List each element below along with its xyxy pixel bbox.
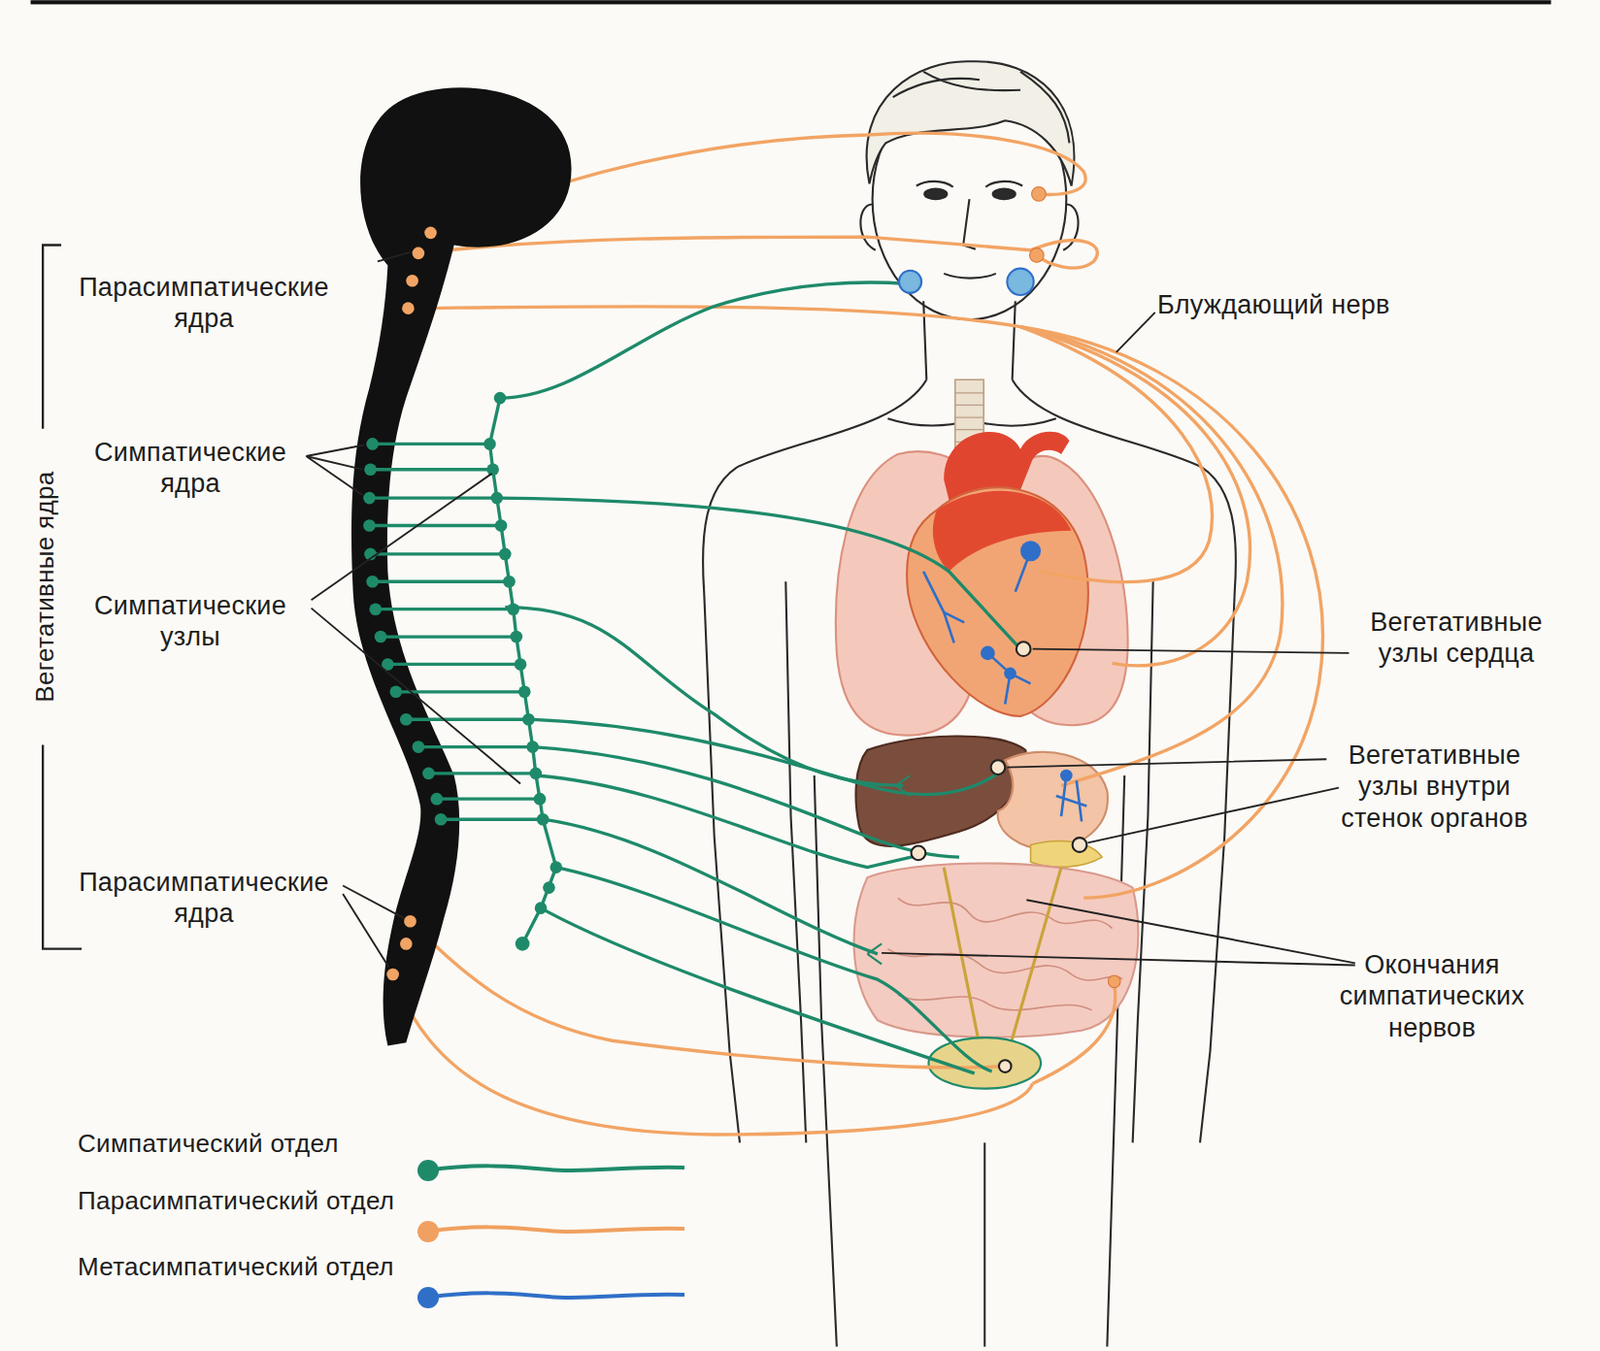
legend-swatch [412, 1283, 695, 1313]
legend-swatch [412, 1156, 695, 1186]
sympathetic-endings [866, 775, 910, 965]
group-label: Вегетативные ядра [30, 471, 61, 703]
ganglion-label: Вегетативные узлы сердца [1339, 606, 1573, 670]
nucleus-label: Симпатические ядра [64, 436, 317, 500]
nerve-label: Блуждающий нерв [1157, 289, 1488, 321]
ganglion-label: Вегетативные узлы внутри стенок органов [1320, 739, 1549, 834]
parasympathetic-nuclei [386, 187, 1121, 1073]
nucleus-label: Парасимпатические ядра [58, 271, 350, 335]
parasympathetic-nerves [393, 133, 1324, 1135]
top-rule [31, 0, 1552, 4]
legend-text: Симпатический отдел [77, 1129, 339, 1160]
leader-lines [305, 252, 1355, 968]
ganglion-dots [911, 641, 1088, 1073]
legend-swatch [412, 1217, 695, 1247]
legend-text: Метасимпатический отдел [77, 1252, 395, 1283]
sympathetic-nodes [363, 392, 563, 952]
legend-text: Парасимпатический отдел [77, 1186, 395, 1217]
parasympathetic-nuclei-on-cord [386, 227, 437, 982]
nucleus-label: Парасимпатические ядра [58, 866, 350, 931]
metasympathetic [899, 268, 1087, 823]
spinal-cord [351, 87, 572, 1046]
body-outline [702, 61, 1236, 1347]
ganglion-label: Симпатические узлы [64, 590, 317, 654]
nerve-ending-label: Окончания симпатических нервов [1310, 949, 1554, 1044]
